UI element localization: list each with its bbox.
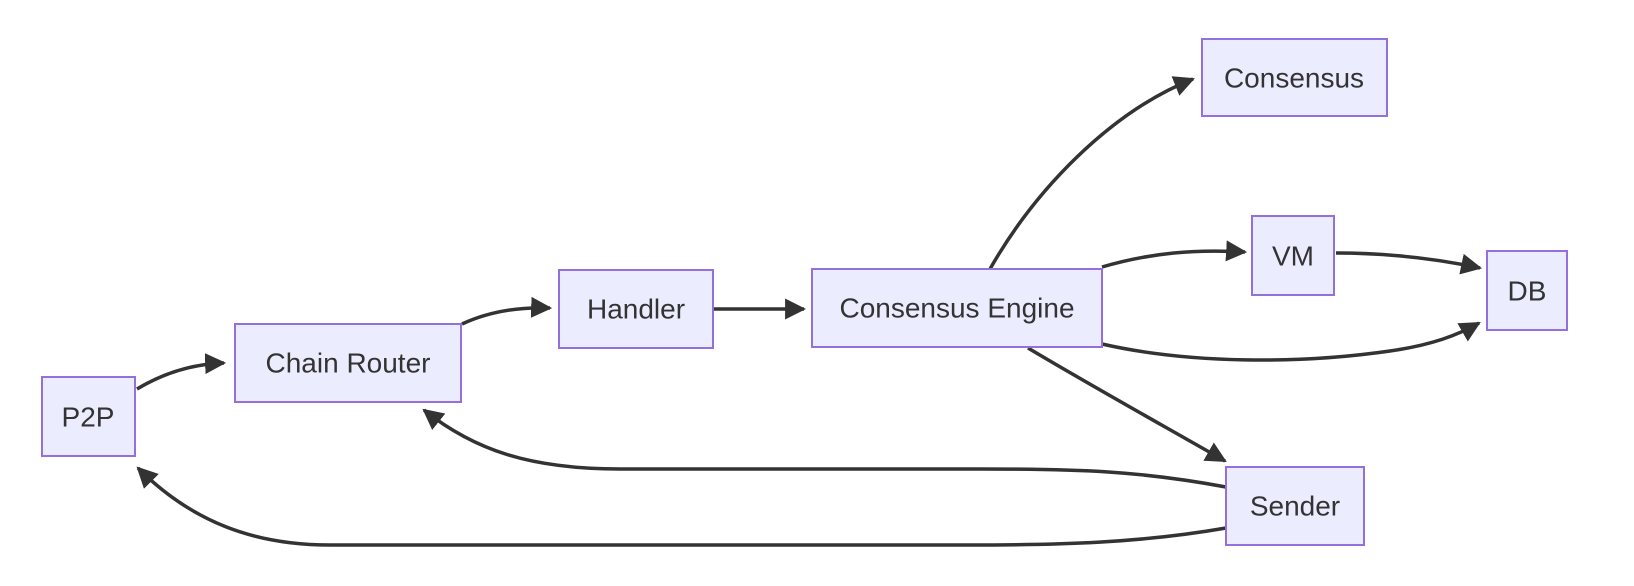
edge-consensus-engine-to-sender bbox=[1027, 346, 1227, 463]
edge-consensus-engine-to-db bbox=[1101, 321, 1481, 362]
edge-sender-to-p2p bbox=[136, 466, 1227, 547]
node-sender-box bbox=[1225, 466, 1365, 546]
node-p2p: P2P bbox=[41, 376, 136, 457]
node-chain-router-box bbox=[234, 323, 462, 403]
node-consensus-box bbox=[1201, 38, 1388, 117]
node-consensus-label: Consensus bbox=[1224, 63, 1364, 94]
edge-consensus-engine-to-vm bbox=[1101, 240, 1248, 269]
node-layer: P2P Chain Router Handler Consensus Engin… bbox=[41, 38, 1568, 546]
node-handler-label: Handler bbox=[587, 294, 685, 325]
node-db-label: DB bbox=[1508, 276, 1547, 307]
node-consensus: Consensus bbox=[1201, 38, 1388, 117]
node-chain-router-label: Chain Router bbox=[266, 348, 431, 379]
node-p2p-label: P2P bbox=[62, 402, 115, 433]
node-vm-box bbox=[1251, 215, 1335, 296]
node-sender-label: Sender bbox=[1250, 491, 1340, 522]
edge-chain-router-to-handler bbox=[461, 296, 553, 326]
node-vm: VM bbox=[1251, 215, 1335, 296]
node-vm-label: VM bbox=[1272, 241, 1314, 272]
node-p2p-box bbox=[41, 376, 136, 457]
node-handler-box bbox=[558, 269, 714, 349]
edge-sender-to-chain-router bbox=[422, 408, 1227, 489]
edge-layer bbox=[136, 76, 1483, 547]
edge-vm-to-db bbox=[1335, 251, 1483, 275]
node-chain-router: Chain Router bbox=[234, 323, 462, 403]
node-sender: Sender bbox=[1225, 466, 1365, 546]
node-consensus-engine-label: Consensus Engine bbox=[839, 293, 1074, 324]
edge-p2p-to-chain-router bbox=[136, 353, 227, 391]
node-db-box bbox=[1486, 250, 1568, 331]
edge-consensus-engine-to-consensus bbox=[988, 76, 1195, 270]
node-consensus-engine-box bbox=[811, 268, 1103, 348]
node-handler: Handler bbox=[558, 269, 714, 349]
node-db: DB bbox=[1486, 250, 1568, 331]
node-consensus-engine: Consensus Engine bbox=[811, 268, 1103, 348]
